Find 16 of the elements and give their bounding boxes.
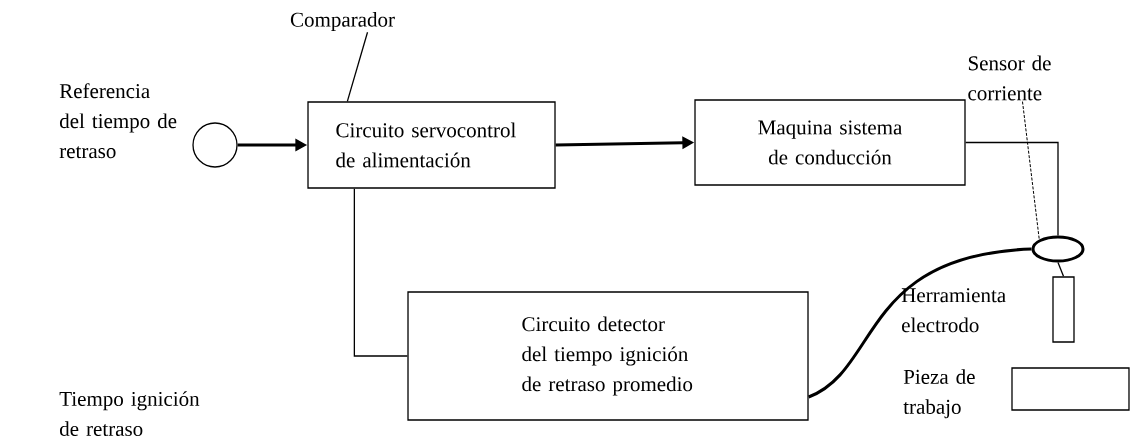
connector-line <box>353 188 408 357</box>
sensor-label: Sensor de corriente <box>968 55 1051 101</box>
beside-label: Referencia del tiempo de retraso <box>59 83 177 159</box>
process-box: Maquina sistema de conducción <box>694 99 966 186</box>
process-box: Circuito detector del tiempo ignición de retraso promedio <box>407 291 809 421</box>
note-label: Tiempo ignición de retraso <box>59 391 200 436</box>
connector-line <box>965 141 1059 237</box>
leader-line <box>1022 101 1040 240</box>
current-sensor-ring <box>1031 235 1085 263</box>
beside-label: Herramienta electrodo <box>901 288 1006 333</box>
comparator-label: Comparador <box>290 12 395 31</box>
process-box: Circuito servocontrol de alimentación <box>307 101 556 189</box>
cable-line <box>807 247 1032 399</box>
connector-line <box>1057 261 1065 277</box>
leader-line <box>346 31 369 102</box>
beside-label: Pieza de trabajo <box>903 369 975 419</box>
